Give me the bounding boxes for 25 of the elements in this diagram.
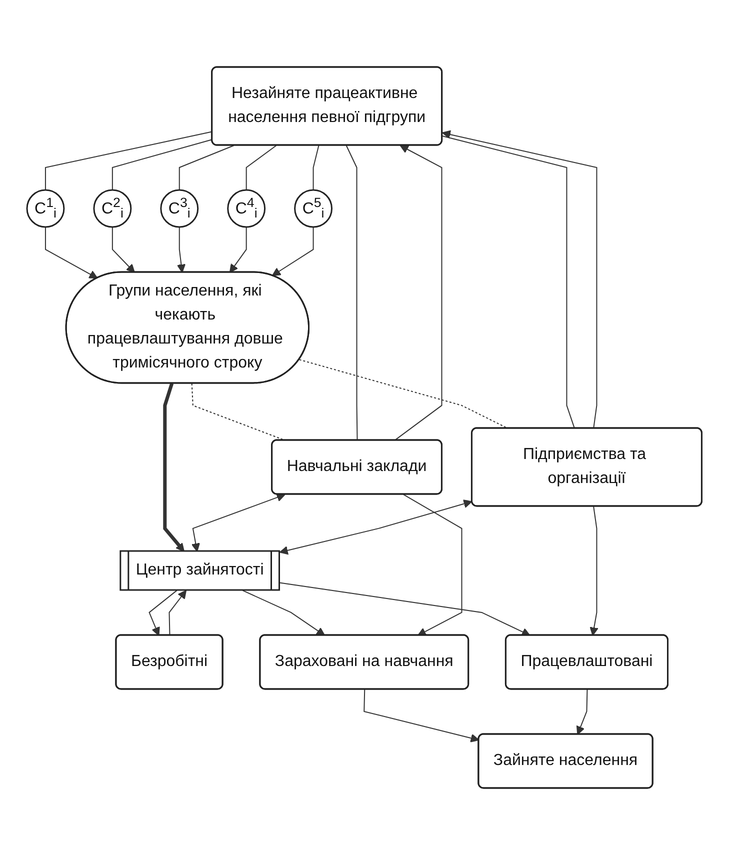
arrow bbox=[163, 382, 185, 552]
arrow bbox=[148, 589, 178, 636]
arrow bbox=[112, 226, 136, 272]
arrow bbox=[590, 505, 599, 636]
arrow bbox=[279, 582, 530, 636]
connector bbox=[312, 144, 320, 190]
connector bbox=[112, 138, 213, 190]
arrow bbox=[394, 144, 442, 440]
arrow bbox=[442, 130, 598, 428]
connector bbox=[442, 135, 576, 428]
connector bbox=[346, 144, 358, 440]
arrow bbox=[242, 589, 326, 636]
arrow bbox=[272, 226, 314, 276]
arrow bbox=[45, 226, 98, 278]
arrow bbox=[192, 492, 286, 552]
arrow bbox=[364, 688, 480, 742]
arrow bbox=[280, 499, 472, 554]
connector bbox=[179, 144, 234, 190]
arrow bbox=[230, 226, 247, 272]
arrow bbox=[177, 226, 186, 272]
connector bbox=[45, 130, 213, 190]
arrow bbox=[168, 590, 187, 636]
arrow bbox=[403, 493, 462, 636]
arrow bbox=[576, 688, 588, 734]
connector bbox=[246, 144, 277, 190]
